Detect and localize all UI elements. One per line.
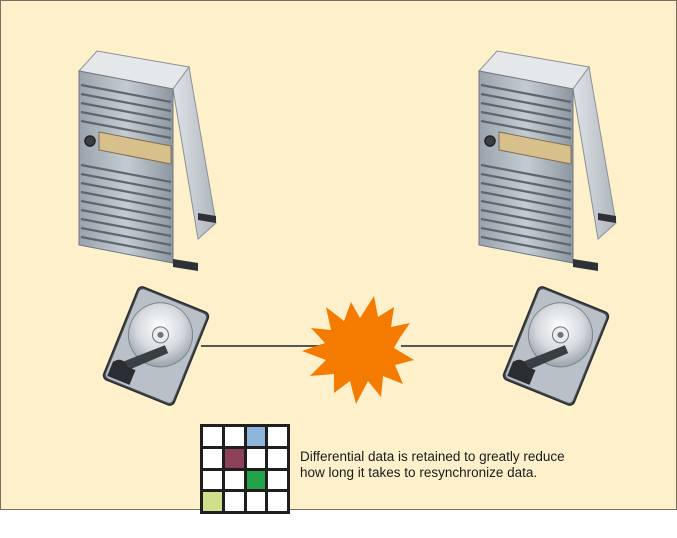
grid-cell — [268, 470, 287, 490]
grid-cell — [203, 448, 222, 468]
grid-cell — [246, 470, 266, 490]
grid-cell — [203, 492, 222, 511]
grid-cell — [246, 427, 266, 446]
grid-cell — [203, 470, 222, 490]
right-server-vents — [480, 83, 572, 256]
grid-cell — [224, 470, 244, 490]
right-server — [478, 50, 617, 271]
grid-cell — [246, 492, 266, 511]
right-server-front-panel — [498, 131, 572, 165]
grid-cell — [224, 448, 244, 468]
caption: Differential data is retained to greatly… — [300, 449, 670, 481]
grid-cell — [268, 492, 287, 511]
left-server-vents — [80, 83, 172, 256]
grid-cell — [246, 448, 266, 468]
caption-line-2: how long it takes to resynchronize data. — [300, 465, 538, 480]
differential-data-grid — [200, 424, 290, 514]
diagram-panel: Differential data is retained to greatly… — [0, 0, 677, 514]
left-server — [78, 50, 217, 271]
failure-burst-icon — [302, 296, 414, 404]
grid-cell — [224, 492, 244, 511]
grid-cell — [203, 427, 222, 446]
grid-cell — [268, 448, 287, 468]
left-server-front-panel — [98, 131, 172, 165]
grid-cell — [268, 427, 287, 446]
left-server-power-button — [84, 135, 96, 147]
right-hard-drive-icon — [502, 286, 610, 406]
left-hard-drive-icon — [102, 286, 210, 406]
right-server-power-button — [484, 135, 496, 147]
caption-line-1: Differential data is retained to greatly… — [300, 449, 565, 464]
grid-cell — [224, 427, 244, 446]
